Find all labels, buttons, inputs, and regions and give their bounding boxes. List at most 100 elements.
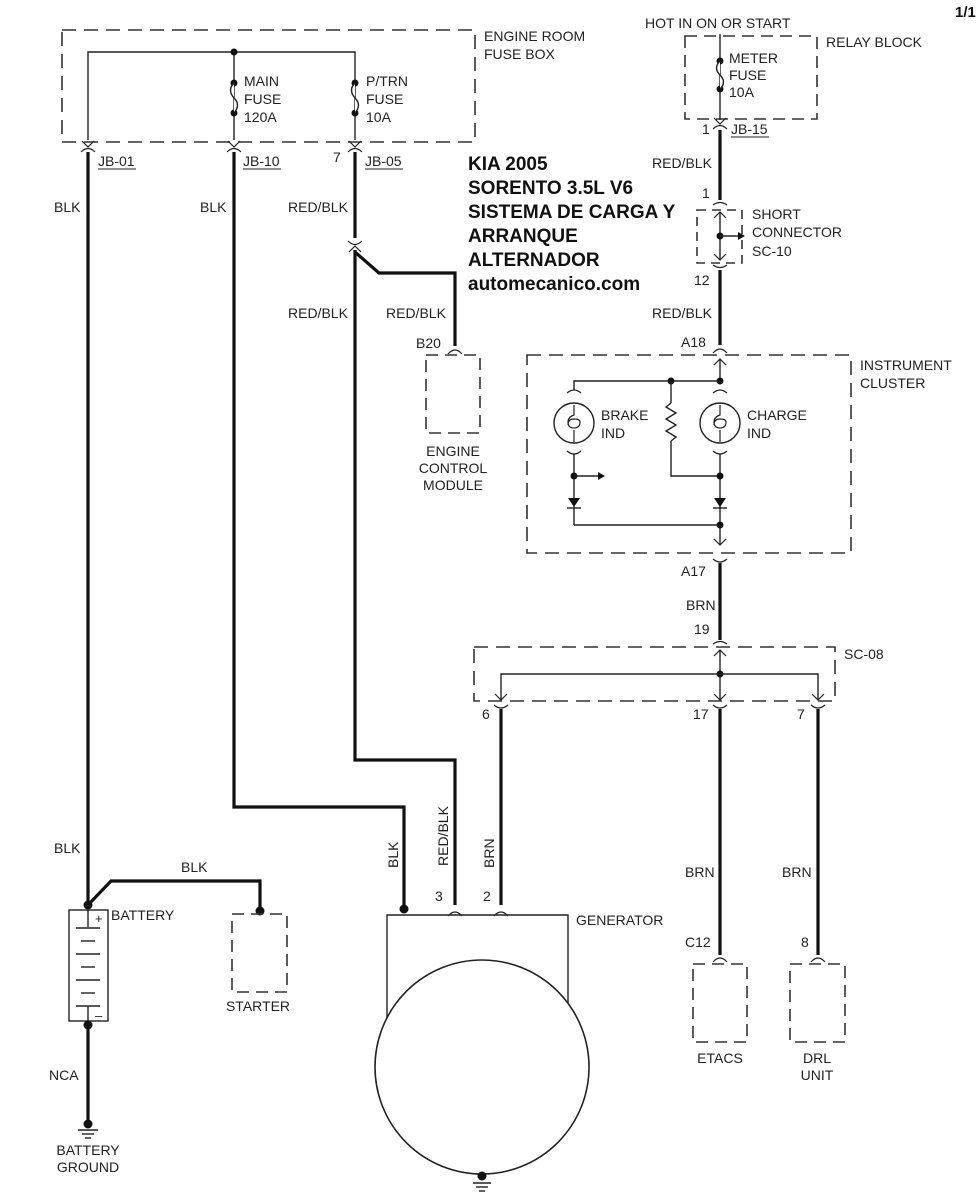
sc10-label-3: SC-10 (752, 243, 792, 259)
etacs-module: C12 ETACS (685, 934, 748, 1066)
hot-in-on-or-start: HOT IN ON OR START (645, 15, 791, 31)
ecm-outline (425, 354, 481, 434)
bus-junction (230, 48, 238, 56)
wire-label-jb10: BLK (200, 199, 227, 215)
cluster-label-1: INSTRUMENT (860, 357, 952, 373)
title-line-2: SORENTO 3.5L V6 (468, 178, 633, 199)
starter: STARTER (226, 906, 290, 1014)
sc08-pin-out-2: 17 (693, 706, 709, 722)
generator-ground-icon (473, 1171, 491, 1192)
generator-pin-3: 3 (435, 888, 443, 904)
cluster-label-2: CLUSTER (860, 375, 925, 391)
meter-fuse-rating: 10A (729, 84, 755, 100)
wire-ecm-branch (353, 250, 457, 346)
relay-block-outline (684, 35, 818, 120)
fuse-box-outline (61, 29, 476, 143)
wire-label-etacs: BRN (685, 864, 715, 880)
wire-label-gen-redblk: RED/BLK (435, 805, 451, 866)
title-line-6: automecanico.com (468, 274, 640, 295)
ecm-label-3: MODULE (423, 477, 483, 493)
main-fuse-label-1: MAIN (244, 73, 279, 89)
short-connector-sc10: 1 SHORT CONNECTOR SC-10 12 (694, 185, 842, 288)
fuse-box-label-1: ENGINE ROOM (484, 28, 585, 44)
cluster-pin-in: A18 (681, 334, 706, 350)
drl-outline (789, 963, 846, 1043)
starter-label: STARTER (226, 998, 290, 1014)
diagram-title: KIA 2005 SORENTO 3.5L V6 SISTEMA DE CARG… (468, 154, 676, 295)
brake-signal-arrow-icon (598, 472, 605, 480)
title-line-5: ALTERNADOR (468, 250, 600, 271)
jb15-pin: 1 (702, 121, 710, 137)
sc10-label-2: CONNECTOR (752, 224, 842, 240)
jb10-label: JB-10 (243, 153, 280, 169)
wire-label-ground: NCA (49, 1067, 79, 1083)
meter-fuse-icon (715, 57, 725, 93)
drl-pin: 8 (801, 934, 809, 950)
jb05-pin: 7 (333, 149, 341, 165)
sc10-pin-out: 12 (694, 272, 710, 288)
wire-starter-blk (86, 879, 262, 910)
wire-label-battery-pos: BLK (54, 840, 81, 856)
engine-control-module: B20 ENGINE CONTROL MODULE (416, 335, 487, 493)
resistor-icon (664, 402, 678, 442)
etacs-outline (692, 963, 748, 1043)
ecm-label-2: CONTROL (419, 460, 488, 476)
sc10-label-1: SHORT (752, 206, 801, 222)
etacs-label: ETACS (697, 1050, 743, 1066)
wire-jb10-blk (232, 152, 406, 909)
wire-label-a17: BRN (686, 597, 716, 613)
charge-ind-label-1: CHARGE (747, 407, 807, 423)
battery: BLK + – BATTERY (68, 859, 262, 1030)
jb05-label: JB-05 (365, 153, 402, 169)
wire-label-gen-brn: BRN (481, 838, 497, 868)
wire-label-jb05-lower: RED/BLK (288, 305, 349, 321)
sc08-pin-in: 19 (694, 621, 710, 637)
generator-housing (386, 914, 569, 1018)
cluster-outline (526, 354, 852, 554)
short-connector-sc08: 19 SC-08 6 17 7 (473, 621, 884, 722)
relay-block: HOT IN ON OR START RELAY BLOCK METER FUS… (645, 15, 923, 120)
ptrn-fuse-label-1: P/TRN (366, 73, 408, 89)
wire-label-jb05: RED/BLK (288, 199, 349, 215)
wire-label-jb15: RED/BLK (652, 155, 713, 171)
generator-icon (374, 959, 590, 1175)
main-fuse-label-2: FUSE (244, 91, 281, 107)
ecm-pin: B20 (416, 335, 441, 351)
ecm-socket-icon (447, 349, 463, 355)
wire-label-gen-blk: BLK (385, 841, 401, 868)
instrument-cluster: A18 INSTRUMENT CLUSTER BRAKE IND CH (526, 334, 952, 579)
charge-diode-icon (714, 498, 726, 507)
battery-label: BATTERY (111, 907, 175, 923)
battery-plus: + (95, 911, 103, 926)
starter-outline (231, 913, 288, 993)
wire-label-jb01: BLK (54, 199, 81, 215)
ptrn-fuse-label-2: FUSE (366, 91, 403, 107)
brake-ind-label-2: IND (601, 425, 625, 441)
brake-ind-label-1: BRAKE (601, 407, 648, 423)
brake-indicator-bulb-icon (553, 389, 595, 455)
charge-ind-label-2: IND (747, 425, 771, 441)
battery-ground-icon (78, 1119, 98, 1139)
wire-jb05-to-generator (353, 250, 457, 905)
main-fuse-icon (229, 79, 239, 117)
sc08-label: SC-08 (844, 646, 884, 662)
fuse-box-bus (87, 51, 356, 140)
engine-room-fuse-box: ENGINE ROOM FUSE BOX MAIN FUSE 120A P/TR… (61, 28, 585, 143)
meter-fuse-label-1: METER (729, 50, 778, 66)
sc08-outline (473, 646, 836, 702)
etacs-pin: C12 (685, 934, 711, 950)
sc08-pin-out-1: 6 (482, 706, 490, 722)
jb15-label: JB-15 (731, 121, 768, 137)
charge-indicator-bulb-icon (699, 389, 741, 455)
generator-pin-2: 2 (483, 888, 491, 904)
battery-ground-label-1: BATTERY (56, 1142, 120, 1158)
main-fuse-rating: 120A (244, 109, 277, 125)
title-line-4: ARRANQUE (468, 226, 578, 247)
generator: 3 2 GENERATOR (374, 888, 663, 1192)
title-line-3: SISTEMA DE CARGA Y (468, 202, 676, 223)
wire-label-ecm: RED/BLK (386, 305, 447, 321)
fuse-box-label-2: FUSE BOX (484, 46, 555, 62)
sc10-arrow-icon (738, 232, 745, 240)
drl-label-1: DRL (803, 1050, 831, 1066)
wire-label-starter: BLK (181, 859, 208, 875)
